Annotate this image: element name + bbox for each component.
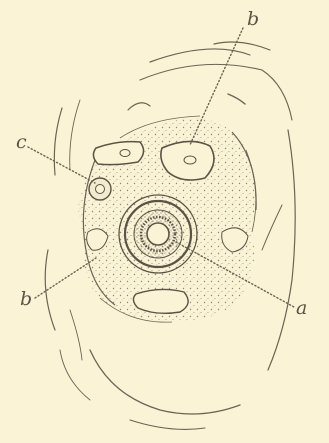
leader-b-left — [35, 258, 96, 298]
label-a: a — [296, 297, 307, 319]
label-c: c — [16, 131, 27, 153]
leader-c — [28, 147, 95, 183]
label-b-left: b — [20, 288, 32, 310]
cavity-bottom — [133, 289, 188, 313]
cavity-top-left — [93, 142, 143, 165]
central-structure-a — [119, 195, 197, 273]
label-b-top: b — [247, 8, 259, 30]
